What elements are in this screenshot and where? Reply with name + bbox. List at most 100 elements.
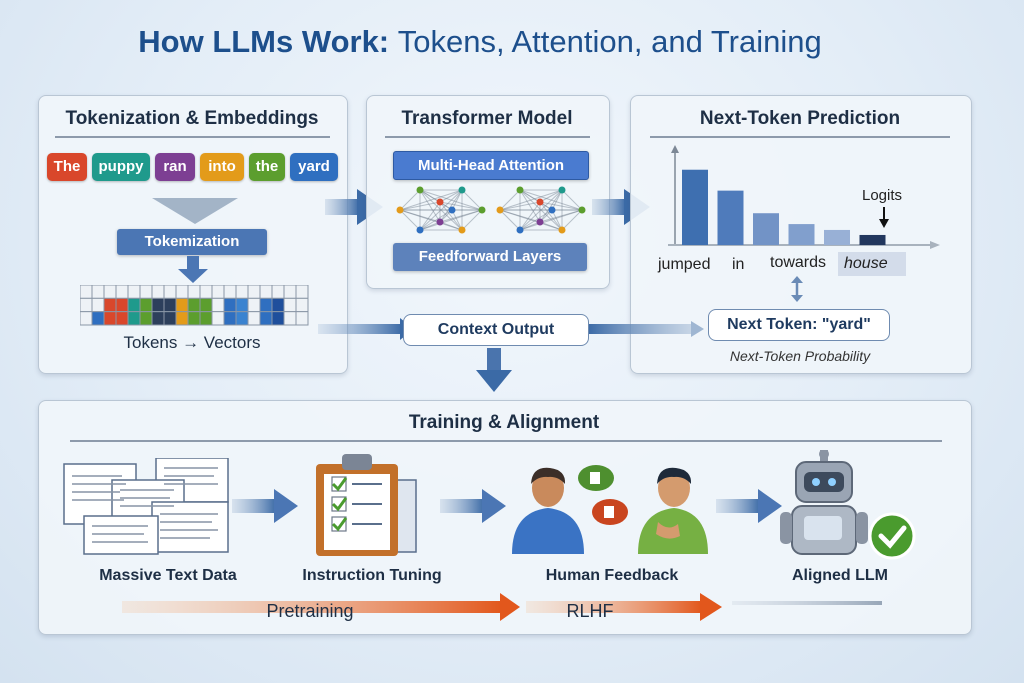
- embedding-cell: [139, 311, 153, 326]
- token-into: into: [200, 153, 244, 181]
- word-towards: towards: [770, 254, 827, 271]
- vectors-label: Tokens → Vectors: [123, 333, 261, 352]
- logit-bar-1: [682, 169, 708, 245]
- logit-bar-3: [753, 213, 779, 245]
- phase-arrows: [122, 593, 882, 621]
- feedforward-block: Feedforward Layers: [393, 243, 587, 271]
- embedding-cell: [175, 297, 189, 313]
- arrow-stage-3: [716, 489, 782, 523]
- logit-bar-4: [788, 224, 815, 245]
- embedding-cell: [187, 311, 201, 326]
- attention-edge: [561, 209, 583, 231]
- attention-edge: [419, 189, 441, 223]
- attention-node: [436, 218, 444, 226]
- attention-edge: [539, 209, 583, 223]
- embedding-cell: [151, 297, 165, 313]
- attention-edge: [539, 189, 563, 203]
- embedding-cell: [103, 311, 117, 326]
- attention-node: [536, 198, 544, 206]
- attention-edge: [551, 189, 563, 211]
- embedding-cell: [235, 297, 249, 313]
- embedding-cell: [247, 297, 261, 313]
- embedding-grid: [80, 285, 309, 326]
- embedding-cell: [163, 285, 177, 299]
- check-icon: [331, 477, 348, 492]
- embedding-cell: [151, 285, 165, 299]
- attention-edge: [539, 189, 563, 223]
- attention-edge: [519, 189, 563, 231]
- embedding-cell: [139, 285, 153, 299]
- prediction-caption: Next-Token Probability: [729, 348, 871, 364]
- embedding-cell: [295, 297, 309, 313]
- embedding-cell: [115, 311, 129, 326]
- attention-edge: [419, 209, 453, 231]
- attention-node: [548, 206, 556, 214]
- embedding-cell: [151, 311, 165, 326]
- training-rule: [70, 440, 942, 442]
- attention-edge: [499, 209, 563, 231]
- attention-edge: [519, 189, 563, 231]
- embedding-cell: [247, 311, 261, 326]
- embedding-cell: [199, 311, 213, 326]
- token-puppy: puppy: [92, 153, 150, 181]
- attention-edge: [451, 189, 463, 211]
- embedding-cell: [271, 285, 285, 299]
- attention-edge: [551, 209, 563, 231]
- attention-edge: [461, 189, 483, 211]
- attention-network-icon: [396, 186, 586, 234]
- embedding-cell: [139, 297, 153, 313]
- attention-edge: [519, 189, 541, 203]
- attention-edge: [439, 201, 483, 211]
- human-feedback-icon: [512, 465, 708, 554]
- attention-edge: [539, 221, 563, 231]
- attention-node: [416, 226, 424, 234]
- embedding-cell: [80, 297, 93, 313]
- attention-node: [436, 198, 444, 206]
- attention-edge: [519, 209, 583, 231]
- attention-edge: [539, 201, 583, 211]
- attention-node: [516, 226, 524, 234]
- embedding-cell: [103, 285, 117, 299]
- attention-edge: [419, 189, 483, 211]
- attention-node: [558, 226, 566, 234]
- embedding-cell: [91, 311, 105, 326]
- prediction-title: Next-Token Prediction: [699, 108, 901, 129]
- attention-edge: [439, 189, 463, 203]
- embedding-cell: [223, 297, 237, 313]
- token-yard: yard: [290, 153, 338, 181]
- double-arrow-icon: [791, 276, 803, 302]
- embedding-cell: [259, 311, 273, 326]
- embedding-cell: [283, 297, 297, 313]
- embedding-cell: [259, 285, 273, 299]
- attention-node: [416, 186, 424, 194]
- embedding-cell: [91, 297, 105, 313]
- embedding-cell: [127, 285, 141, 299]
- embedding-cell: [199, 285, 213, 299]
- arrow-to-training: [476, 348, 512, 392]
- attention-node: [578, 206, 586, 214]
- attention-edge: [419, 201, 441, 231]
- token-ran: ran: [155, 153, 195, 181]
- embedding-cell: [91, 285, 105, 299]
- check-icon: [331, 517, 348, 532]
- attention-node: [458, 186, 466, 194]
- transformer-rule: [385, 136, 590, 138]
- transformer-title: Transformer Model: [401, 108, 573, 129]
- funnel-icon: [152, 198, 238, 224]
- attention-edge: [399, 209, 421, 231]
- phase-pretraining: Pretraining: [266, 601, 354, 621]
- embedding-cell: [271, 311, 285, 326]
- logits-pointer-icon: [879, 207, 889, 228]
- attention-edge: [399, 189, 421, 211]
- attention-edge: [439, 201, 463, 231]
- embedding-cell: [80, 285, 93, 299]
- attention-edge: [439, 189, 463, 223]
- attention-edge: [451, 209, 463, 231]
- arrow-stage-1: [232, 489, 298, 523]
- attention-edge: [439, 209, 483, 223]
- phase-rlhf: RLHF: [566, 601, 614, 621]
- attention-edge: [399, 189, 463, 211]
- token-the: The: [47, 153, 87, 181]
- check-icon: [331, 497, 348, 512]
- embedding-cell: [80, 311, 93, 326]
